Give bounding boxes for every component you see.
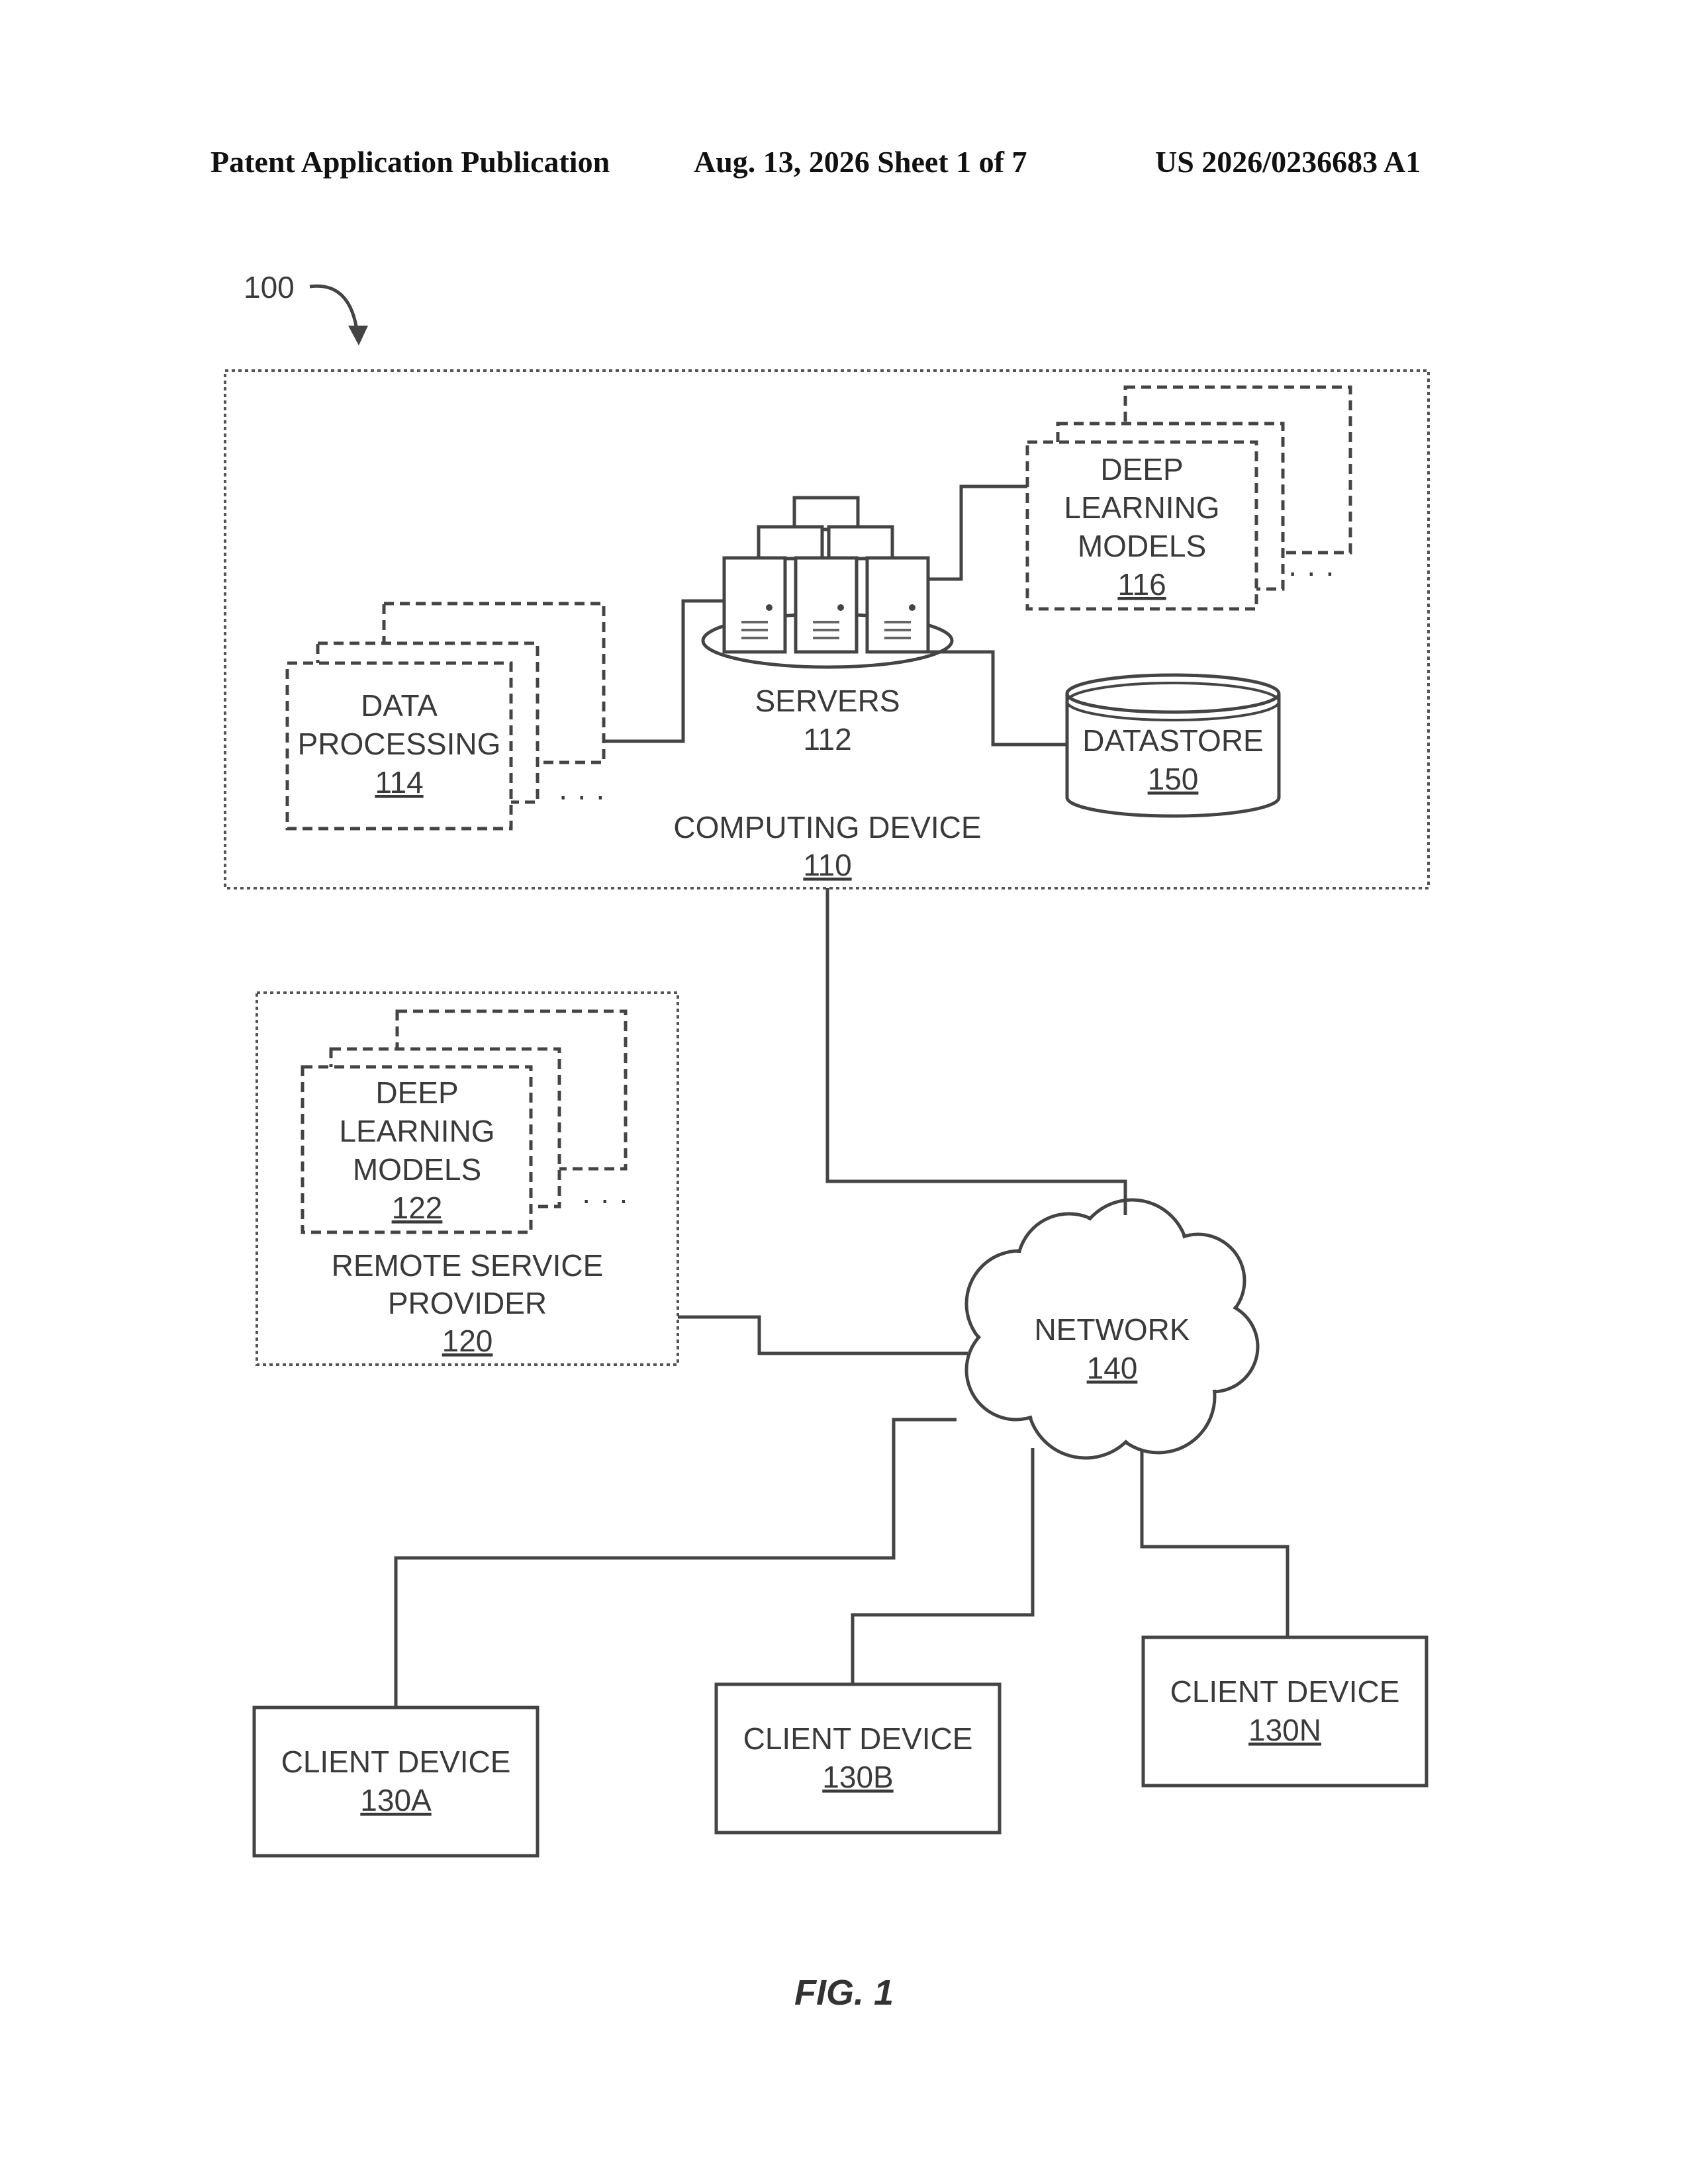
stack-ellipsis: · · · xyxy=(581,1182,629,1216)
connector-network-client-a xyxy=(396,1420,957,1707)
data-processing-label-2: PROCESSING xyxy=(298,727,501,761)
network-ref: 140 xyxy=(1087,1351,1138,1385)
connector-network-client-b xyxy=(853,1448,1033,1684)
client-device-a-box xyxy=(254,1707,538,1856)
deep-learning-122-label-3: MODELS xyxy=(353,1152,481,1187)
client-device-b-ref: 130B xyxy=(822,1760,893,1794)
data-processing-ref: 114 xyxy=(375,765,423,799)
client-device-a-ref: 130A xyxy=(360,1783,432,1817)
client-device-n-label: CLIENT DEVICE xyxy=(1170,1674,1400,1709)
datastore-ref: 150 xyxy=(1148,762,1199,796)
figure-ref-100: 100 xyxy=(244,270,295,304)
connector-data-processing-servers xyxy=(604,601,724,741)
client-device-n-ref: 130N xyxy=(1248,1713,1321,1747)
deep-learning-116-label-1: DEEP xyxy=(1100,452,1183,486)
deep-learning-122-label-1: DEEP xyxy=(375,1075,458,1110)
client-device-n-box xyxy=(1143,1637,1427,1786)
client-device-b-label: CLIENT DEVICE xyxy=(743,1721,973,1756)
stack-ellipsis: · · · xyxy=(558,778,606,813)
servers-label: SERVERS xyxy=(755,684,900,718)
connector-servers-datastore xyxy=(928,652,1067,745)
remote-service-provider-label-1: REMOTE SERVICE xyxy=(332,1248,604,1283)
figure-caption: FIG. 1 xyxy=(0,1972,1688,2013)
deep-learning-116-label-3: MODELS xyxy=(1078,529,1206,563)
connector-network-client-n xyxy=(1142,1449,1288,1637)
servers-ref: 112 xyxy=(803,722,851,756)
network-label: NETWORK xyxy=(1034,1312,1190,1347)
deep-learning-122-ref: 122 xyxy=(392,1191,443,1225)
data-processing-stack: · · · xyxy=(287,604,606,829)
client-device-b-box xyxy=(716,1684,1000,1833)
connector-computing-device-network xyxy=(827,888,1125,1215)
computing-device-label: COMPUTING DEVICE xyxy=(673,810,981,844)
connector-remote-service-provider-network xyxy=(678,1317,968,1353)
client-device-a-label: CLIENT DEVICE xyxy=(281,1745,511,1779)
computing-device-ref: 110 xyxy=(803,848,851,882)
stack-ellipsis: · · · xyxy=(1288,555,1335,589)
connector-servers-deep-learning-116 xyxy=(928,486,1027,579)
datastore-label: DATASTORE xyxy=(1082,723,1263,758)
data-processing-label-1: DATA xyxy=(361,688,438,723)
deep-learning-116-ref: 116 xyxy=(1117,567,1166,602)
remote-service-provider-ref: 120 xyxy=(442,1324,493,1358)
figure-ref-arrowhead xyxy=(348,326,368,345)
deep-learning-122-label-2: LEARNING xyxy=(339,1114,494,1148)
remote-service-provider-label-2: PROVIDER xyxy=(388,1286,547,1320)
servers-icon xyxy=(703,498,952,667)
deep-learning-116-label-2: LEARNING xyxy=(1064,490,1219,525)
